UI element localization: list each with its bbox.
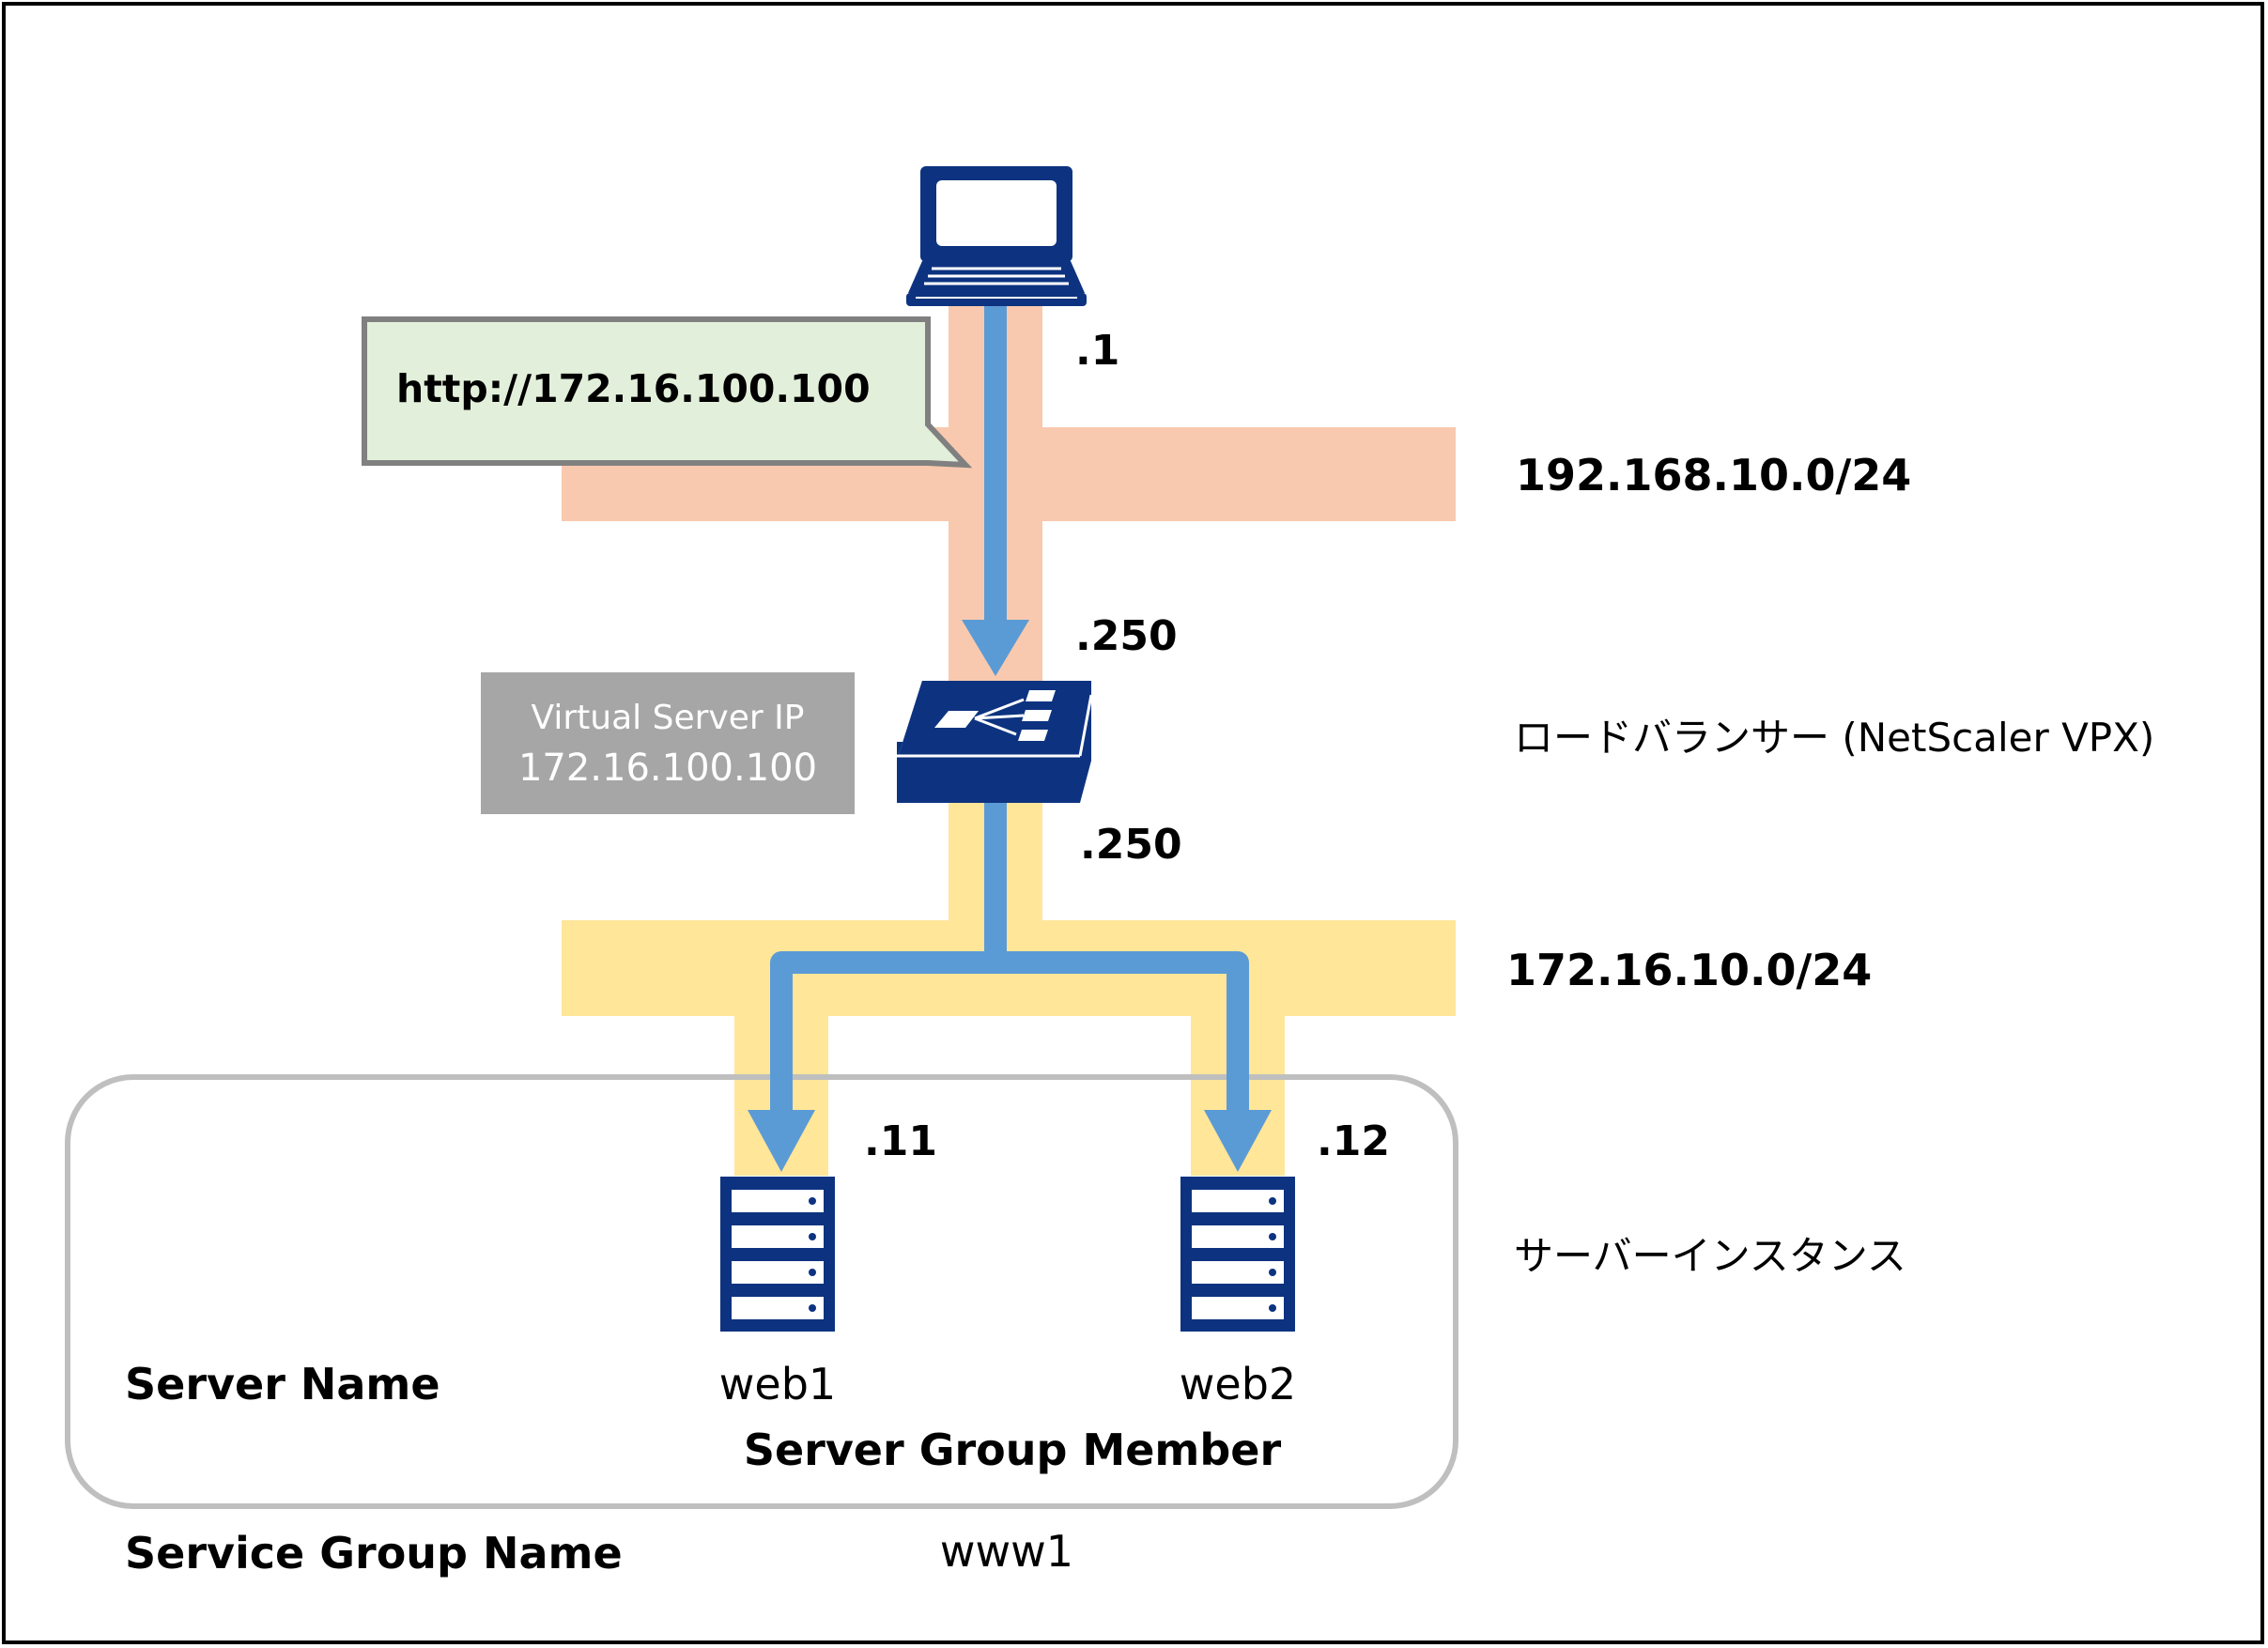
vip-address: 172.16.100.100: [518, 747, 817, 790]
lb-lower-ip-label: .250: [1080, 821, 1182, 869]
arrowhead-down-icon: [748, 1110, 815, 1172]
vip-title: Virtual Server IP: [532, 699, 805, 737]
arrowhead-down-icon: [1204, 1110, 1272, 1172]
lower-network-cidr: 172.16.10.0/24: [1506, 945, 1872, 995]
request-url: http://172.16.100.100: [396, 366, 871, 411]
web2-ip-label: .12: [1317, 1117, 1390, 1165]
network-segment-lower: [562, 803, 1456, 1176]
server-group-member-label: Server Group Member: [744, 1425, 1282, 1475]
web2-name: web2: [1180, 1359, 1296, 1409]
load-balancer-icon: [897, 681, 1093, 803]
server-group-box: [65, 1074, 1458, 1509]
traffic-flow: [748, 305, 1272, 1172]
server-icon: [1180, 1177, 1295, 1332]
virtual-server-ip-box: Virtual Server IP 172.16.100.100: [481, 672, 855, 814]
network-segment-upper: [562, 305, 1456, 681]
laptop-icon: [906, 166, 1087, 306]
upper-network-cidr: 192.168.10.0/24: [1516, 450, 1911, 501]
load-balancer-label: ロードバランサー (NetScaler VPX): [1514, 715, 2154, 761]
server-icon: [720, 1177, 835, 1332]
service-group-value: www1: [940, 1526, 1073, 1577]
server-instances-label: サーバーインスタンス: [1514, 1233, 1906, 1279]
lb-upper-ip-label: .250: [1075, 612, 1178, 660]
server-name-heading: Server Name: [125, 1359, 440, 1409]
arrowhead-down-icon: [962, 620, 1029, 676]
service-group-name-heading: Service Group Name: [125, 1528, 623, 1579]
client-ip-label: .1: [1075, 327, 1119, 375]
web1-ip-label: .11: [864, 1117, 937, 1165]
web1-name: web1: [719, 1359, 836, 1409]
url-speech-bubble: http://172.16.100.100: [362, 316, 973, 469]
